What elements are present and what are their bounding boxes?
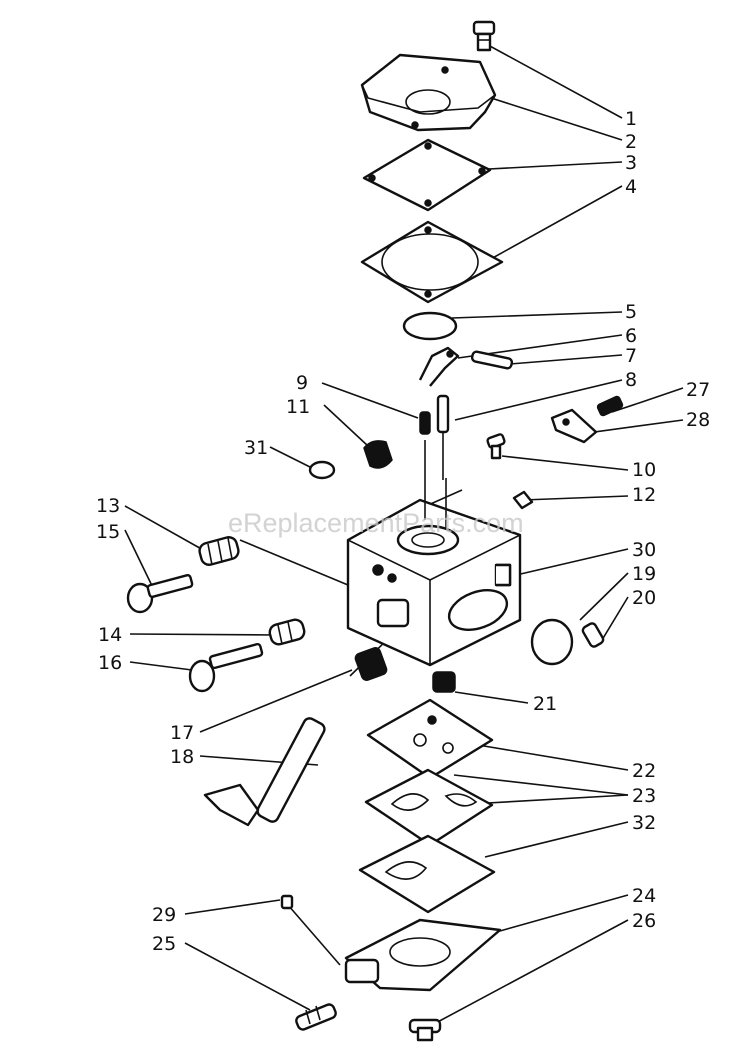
callout-8: 8 [625,369,637,391]
callout-27: 27 [686,379,710,401]
part-2-pump-cover [360,53,497,132]
part-19-shutter [530,618,574,666]
callout-9: 9 [296,372,308,394]
part-29-pin [280,894,294,910]
callout-29: 29 [152,904,176,926]
callout-10: 10 [632,459,656,481]
callout-labels: 1 2 3 4 5 6 7 8 9 11 27 28 31 10 12 13 1… [96,108,710,955]
callout-5: 5 [625,301,637,323]
part-28-plate [550,408,598,444]
part-10-screw [486,433,506,460]
part-6-metering-lever [418,346,460,387]
part-5-disc [402,311,458,341]
part-17-spring [354,647,388,681]
part-3-pump-diaphragm [362,138,492,212]
callout-18: 18 [170,746,194,768]
callout-20: 20 [632,587,656,609]
part-32-diaphragm [358,834,496,914]
callout-19: 19 [632,563,656,585]
part-21-filter-screen [432,671,456,693]
callout-12: 12 [632,484,656,506]
callout-14: 14 [98,624,122,646]
part-27-screw [596,395,624,417]
callout-28: 28 [686,409,710,431]
watermark-text: eReplacementParts.com [228,508,524,538]
part-22-metering-plate [366,698,494,780]
part-25-screw [295,1003,337,1031]
callout-15: 15 [96,521,120,543]
callout-22: 22 [632,760,656,782]
part-carburetor-body [346,440,522,667]
part-9-spring [419,411,431,435]
callout-3: 3 [625,152,637,174]
part-1-screw [472,20,496,52]
part-12-clip [512,490,534,510]
part-26-screw [408,1018,442,1042]
callout-4: 4 [625,176,637,198]
callout-32: 32 [632,812,656,834]
part-15-adjusting-screw [126,573,194,614]
part-20-screw [581,622,605,648]
part-13-spring [198,536,240,566]
callout-17: 17 [170,722,194,744]
callout-30: 30 [632,539,656,561]
callout-16: 16 [98,652,122,674]
part-8-needle [436,394,450,480]
part-7-pin [470,350,514,370]
part-31-plug [308,460,336,480]
part-18-throttle-shaft [203,717,326,827]
callout-7: 7 [625,345,637,367]
part-24-cover-plate [344,918,502,992]
callout-21: 21 [533,693,557,715]
callout-31: 31 [244,437,268,459]
callout-6: 6 [625,325,637,347]
part-11-cap [363,440,393,469]
part-14-spring [268,618,306,646]
part-30-tab [496,563,512,587]
callout-1: 1 [625,108,637,130]
callout-11: 11 [286,396,310,418]
callout-2: 2 [625,131,637,153]
callout-23: 23 [632,785,656,807]
part-4-gasket [360,220,504,304]
part-16-adjusting-screw [188,642,264,693]
callout-26: 26 [632,910,656,932]
callout-13: 13 [96,495,120,517]
part-23-gasket [364,768,494,847]
callout-24: 24 [632,885,656,907]
callout-25: 25 [152,933,176,955]
